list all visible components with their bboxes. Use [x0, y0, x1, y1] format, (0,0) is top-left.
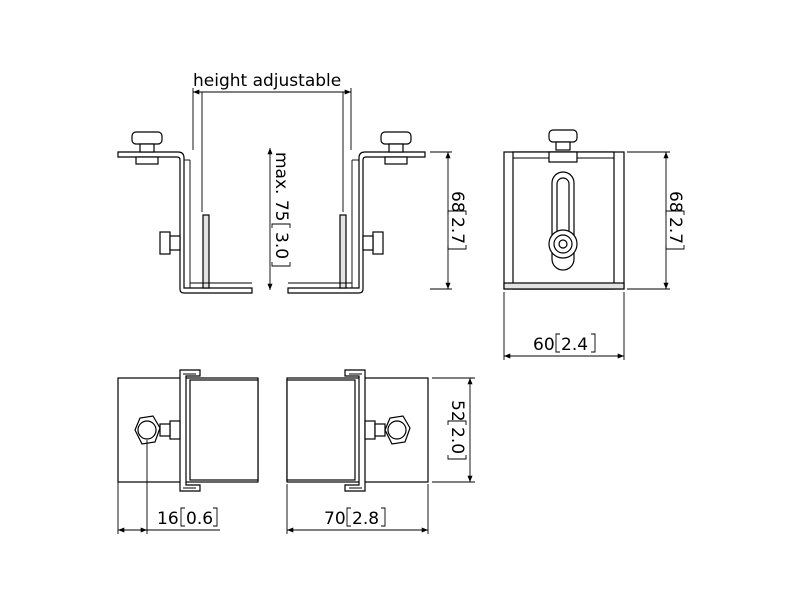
top-width-mm: 70: [324, 509, 346, 529]
front-height-label-group: 68 2.7: [665, 191, 685, 250]
side-height-in: 2.7: [447, 217, 467, 244]
front-width-in: 2.4: [561, 335, 588, 355]
top-width-dimension: [286, 484, 429, 534]
front-height-mm: 68: [665, 191, 685, 213]
side-height-mm: 68: [447, 191, 467, 213]
offset-in: 0.6: [186, 509, 213, 529]
top-view-left: [117, 369, 259, 492]
max-height-inch: 3.0: [271, 232, 291, 259]
max-height-label: max. 75: [271, 152, 291, 221]
top-depth-dimension: [432, 377, 475, 483]
front-width-mm: 60: [533, 335, 555, 355]
front-height-dimension: [627, 151, 670, 290]
max-height-label-group: max. 75 3.0: [271, 152, 291, 267]
side-view-right-bracket: [287, 151, 426, 294]
top-view-right: [286, 369, 429, 492]
side-view-left-bolt: [131, 131, 181, 255]
side-height-label-group: 68 2.7: [447, 191, 467, 250]
height-adjustable-label: height adjustable: [193, 71, 341, 91]
front-width-dimension: [503, 292, 625, 360]
front-view-bolt: [548, 129, 578, 259]
front-height-in: 2.7: [665, 217, 685, 244]
top-depth-in: 2.0: [447, 427, 467, 454]
side-height-dimension: [430, 151, 452, 290]
side-view-right-bolt: [362, 131, 412, 255]
top-depth-label-group: 52 2.0: [447, 400, 467, 460]
offset-dimension: [117, 440, 220, 534]
top-depth-mm: 52: [447, 400, 467, 422]
top-width-in: 2.8: [352, 509, 379, 529]
side-view-left-bracket: [117, 151, 253, 294]
offset-mm: 16: [157, 509, 179, 529]
height-adjustable-dimension: [192, 88, 352, 212]
